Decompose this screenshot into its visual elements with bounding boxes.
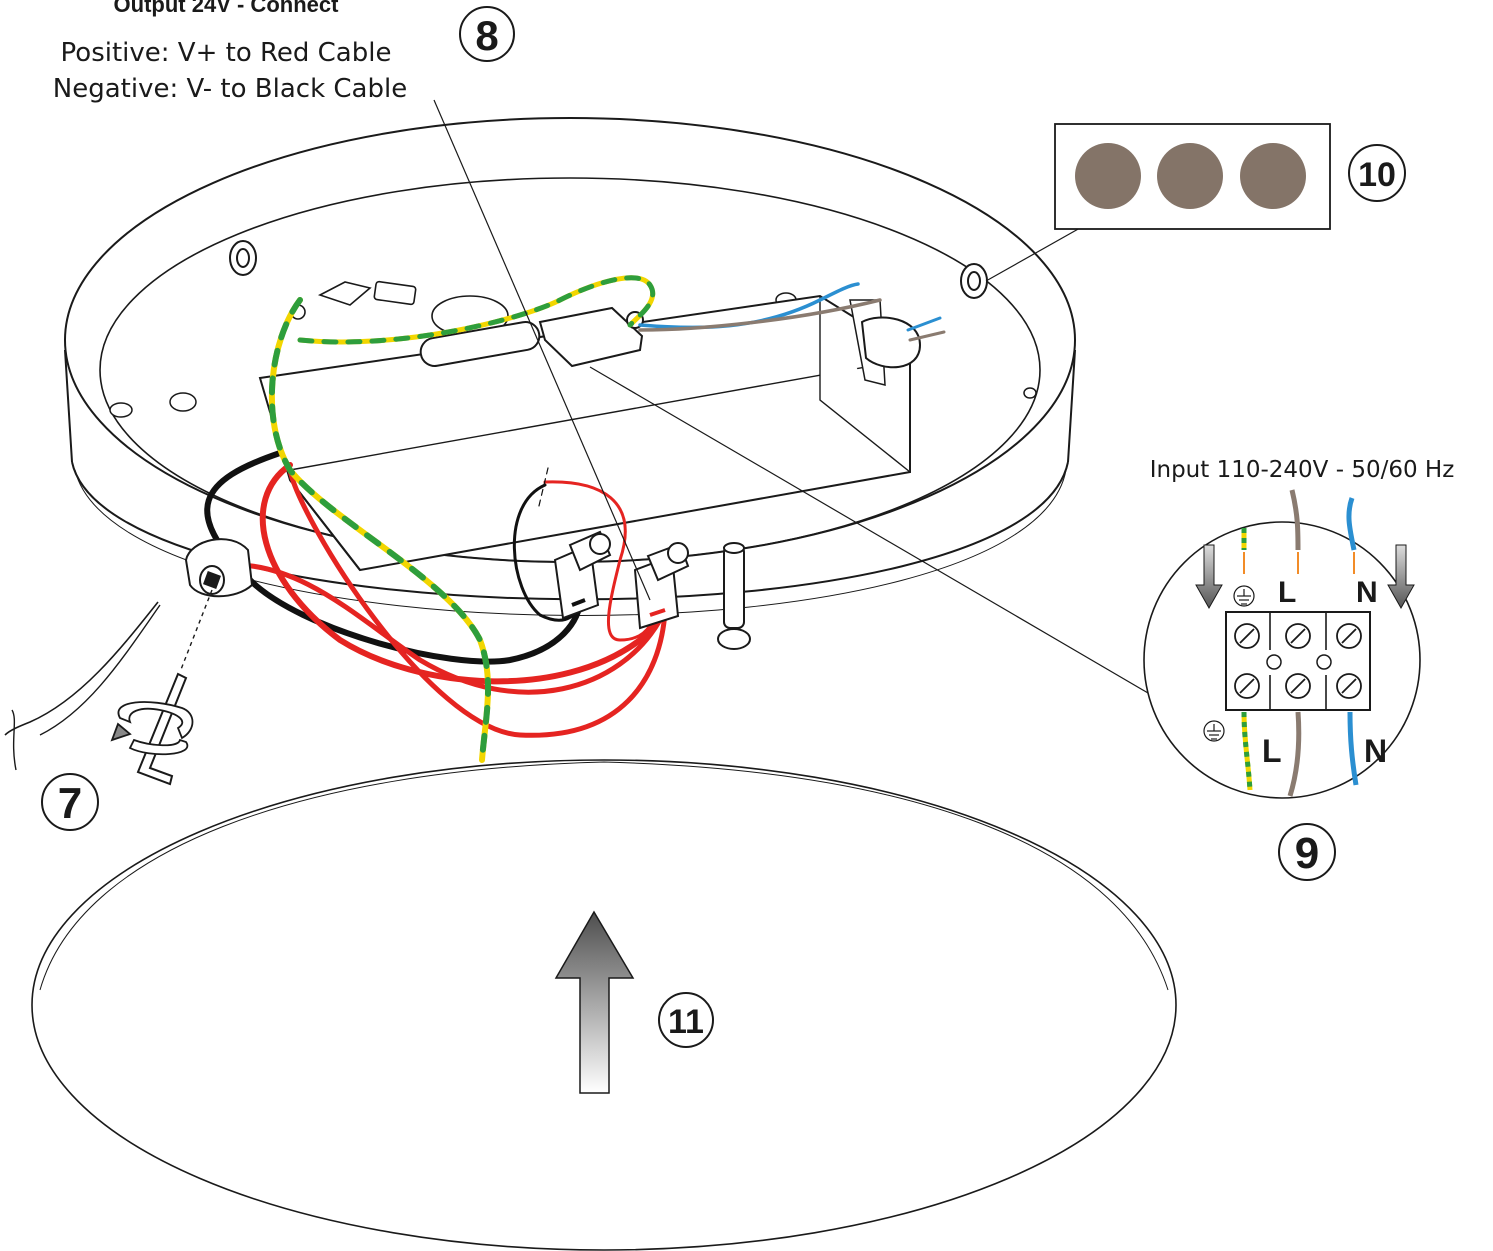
fixture-side-right <box>1067 349 1076 463</box>
cable-gland <box>184 538 254 598</box>
push-up-arrow-icon <box>554 910 635 1094</box>
insert-arrow-left-icon <box>1195 544 1223 610</box>
grommet-left-inner <box>236 248 250 268</box>
red-wire-loop <box>287 467 668 738</box>
mains-blue-end <box>906 316 942 332</box>
terminal-top-n-label: N <box>1356 576 1378 609</box>
output-positive-note: Positive: V+ to Red Cable <box>61 38 392 68</box>
allen-key-guide <box>179 589 213 673</box>
red-wire-driver <box>543 480 657 642</box>
bracket-clip <box>317 281 372 306</box>
step-11-badge: 11 <box>658 992 714 1048</box>
insert-arrow-right-icon <box>1387 544 1415 610</box>
gland-set-screw <box>203 571 221 589</box>
connector-red <box>633 542 690 630</box>
output-heading: Output 24V - Connect <box>114 0 340 17</box>
step-8-badge: 8 <box>459 6 515 62</box>
incoming-wires <box>1241 489 1357 574</box>
plate-screw-left <box>109 402 133 418</box>
step-11-label: 11 <box>668 1003 704 1041</box>
suspension-cable-2 <box>39 604 161 736</box>
grommet-right-inner <box>967 271 981 291</box>
color-swatch-2 <box>1157 143 1223 209</box>
screw-tip <box>723 542 745 554</box>
allen-key <box>136 589 213 786</box>
step-7-label: 7 <box>58 779 82 828</box>
black-wire-main <box>204 450 583 665</box>
black-wire-driver <box>512 483 580 622</box>
terminal-block <box>1225 611 1371 711</box>
driver-edge <box>289 479 361 571</box>
outgoing-wires <box>1241 711 1359 797</box>
wiring <box>204 275 946 763</box>
earth-symbol-top-icon <box>1233 585 1255 607</box>
incoming-live <box>1289 489 1301 551</box>
rotate-icon-head <box>110 722 132 742</box>
suspension-cable <box>4 601 159 736</box>
rotate-icon-lower <box>128 738 189 756</box>
output-wire-connectors <box>553 530 690 630</box>
driver-tube <box>419 321 541 367</box>
plate-hole-left <box>169 392 197 412</box>
outgoing-live <box>1287 711 1302 797</box>
leader-step-9 <box>589 366 1161 701</box>
live-wire-brown <box>638 298 882 332</box>
incoming-neutral <box>1346 497 1357 551</box>
plate-hole-far-right <box>1023 387 1037 399</box>
mains-terminal-detail: L N L N <box>1143 489 1421 799</box>
earth-tab <box>373 280 417 306</box>
screw-head <box>717 628 751 650</box>
step-9-label: 9 <box>1295 829 1319 878</box>
fixture-side-left <box>64 349 73 463</box>
leader-step-8 <box>433 99 651 601</box>
terminal-bottom-n-label: N <box>1364 733 1387 769</box>
connector-black <box>553 530 612 620</box>
driver-ridge <box>289 359 906 471</box>
leader-step-10 <box>985 227 1081 282</box>
plate-hardware <box>290 280 417 320</box>
leader-lines <box>433 99 1161 701</box>
color-swatch-3 <box>1240 143 1306 209</box>
rotate-icon-upper <box>117 701 194 740</box>
step-10-badge: 10 <box>1348 144 1406 202</box>
step-8-label: 8 <box>475 12 498 59</box>
earth-wire-green <box>268 297 492 763</box>
mains-brown-end <box>908 330 946 342</box>
wire-dash-guide <box>537 467 549 511</box>
connector-housing <box>538 306 644 368</box>
outgoing-earth-green <box>1241 711 1253 791</box>
terminal-body <box>1225 611 1371 711</box>
rotate-icon <box>110 701 194 756</box>
terminal-bottom-l-label: L <box>1262 733 1282 769</box>
driver-end-face <box>819 296 911 473</box>
fixing-screw <box>717 542 751 650</box>
red-wire-second <box>222 562 663 695</box>
terminal-screws <box>1234 623 1362 699</box>
step-10-label: 10 <box>1358 156 1396 194</box>
screw-shaft <box>723 545 745 629</box>
terminal-top-l-label: L <box>1278 576 1296 609</box>
diffuser-rim-highlight <box>39 761 1169 991</box>
mains-cable-clamp <box>860 316 922 369</box>
allen-key-shape <box>136 672 188 786</box>
step-9-badge: 9 <box>1278 823 1336 881</box>
outgoing-neutral <box>1347 711 1359 786</box>
color-swatch-1 <box>1075 143 1141 209</box>
color-swatch-box <box>1054 123 1331 230</box>
step-7-badge: 7 <box>41 773 99 831</box>
earth-wire-top-green <box>297 275 655 345</box>
cable-end <box>11 709 17 771</box>
input-voltage-label: Input 110-240V - 50/60 Hz <box>1150 457 1455 483</box>
earth-symbol-bottom-icon <box>1203 720 1225 742</box>
led-driver-box <box>258 294 922 572</box>
output-negative-note: Negative: V- to Black Cable <box>53 74 407 104</box>
